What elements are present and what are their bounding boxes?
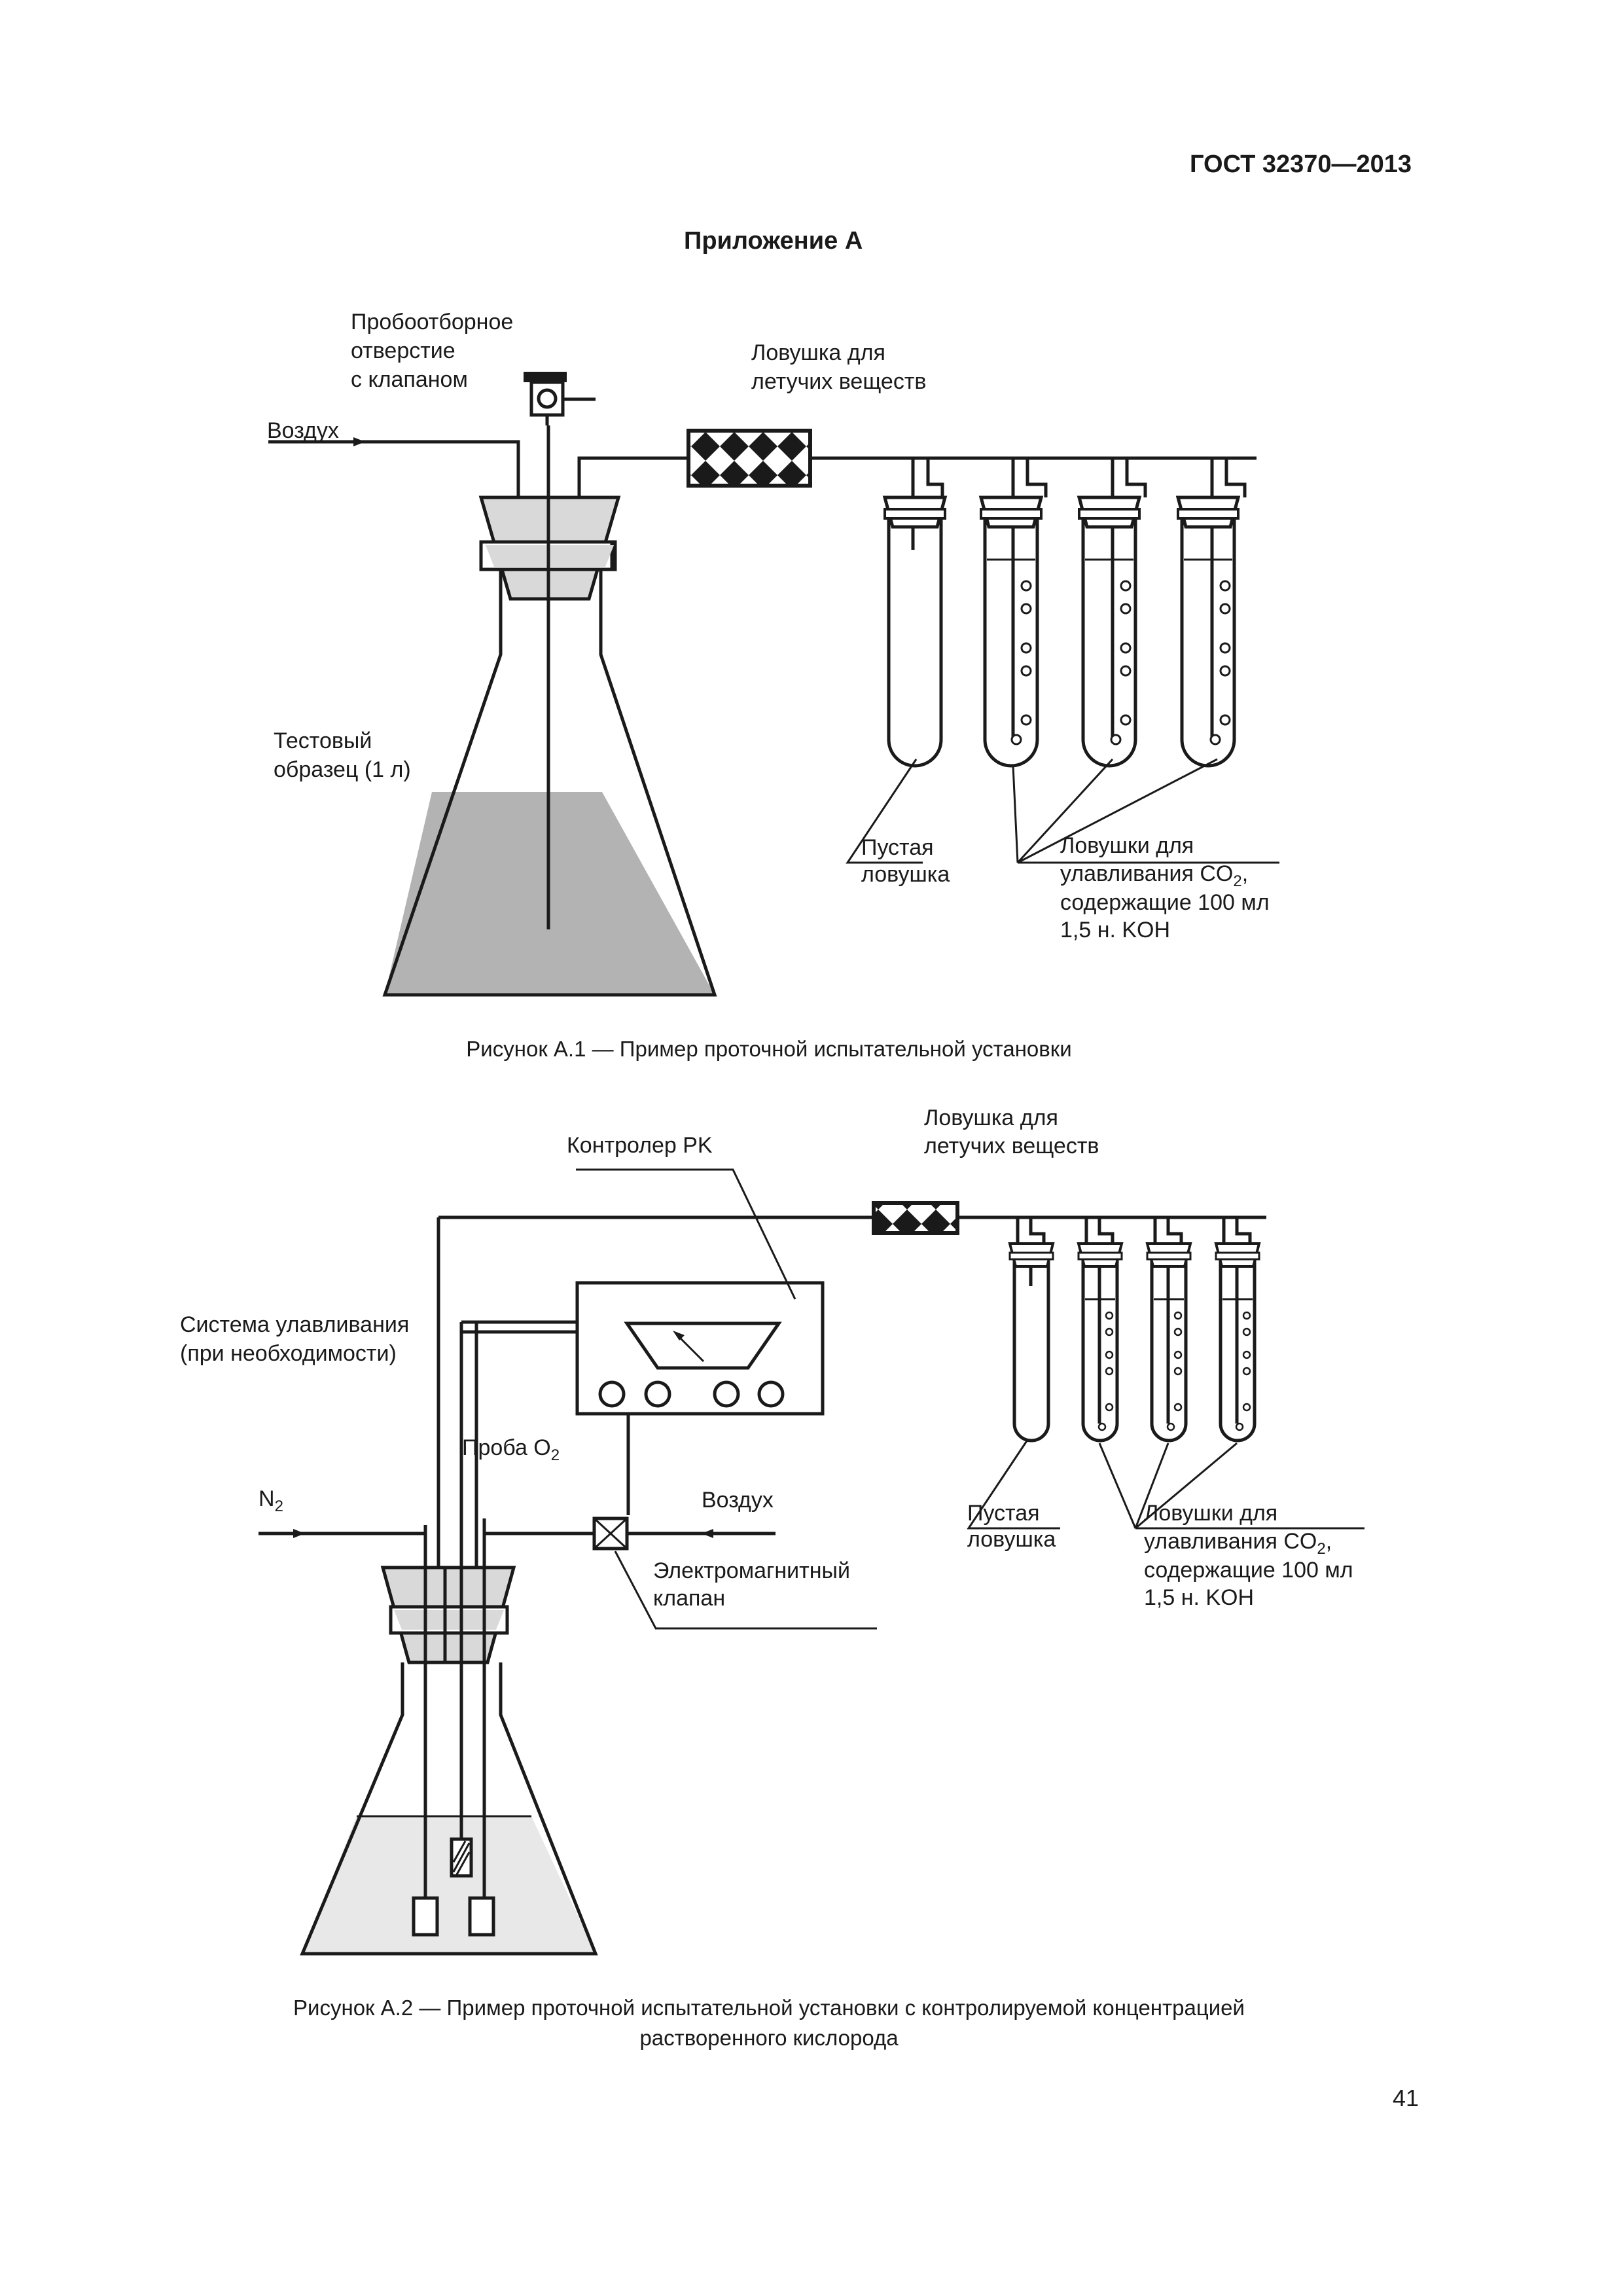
caption-figure-a1: Рисунок А.1 — Пример проточной испытател… bbox=[466, 1037, 1072, 1061]
label-trap-system-1: Система улавливания bbox=[180, 1312, 410, 1337]
label-test-sample-2: образец (1 л) bbox=[274, 757, 411, 782]
label-volatile-trap-2a: Ловушка для bbox=[924, 1105, 1058, 1130]
controller-display bbox=[624, 1321, 782, 1370]
appendix-title: Приложение А bbox=[684, 227, 863, 255]
co2-trap-tube-4 bbox=[1077, 1242, 1124, 1443]
caption-figure-a2-line1: Рисунок А.2 — Пример проточной испытател… bbox=[293, 1996, 1245, 2020]
co2-trap-tube-3 bbox=[1175, 495, 1241, 768]
volatile-trap-2 bbox=[872, 1201, 959, 1235]
leader-co2-2 bbox=[1098, 1442, 1364, 1530]
label-n2: N2 bbox=[259, 1486, 283, 1515]
label-co2-traps-2b: улавливания CO2, bbox=[1144, 1529, 1332, 1558]
label-volatile-trap-1b: летучих веществ bbox=[751, 369, 927, 394]
probe-left bbox=[412, 1896, 439, 1937]
air-inlet-pipe bbox=[268, 440, 520, 497]
co2-trap-tube-2 bbox=[1077, 495, 1142, 768]
label-sampling-port-1: Пробоотборное bbox=[351, 310, 514, 334]
label-co2-traps-1c: содержащие 100 мл bbox=[1060, 890, 1270, 915]
page-number: 41 bbox=[1393, 2085, 1419, 2111]
co2-trap-tube-5 bbox=[1145, 1242, 1192, 1443]
controller-knobs bbox=[598, 1380, 785, 1408]
co2-trap-tube-1 bbox=[978, 495, 1044, 768]
label-controller: Контролер PK bbox=[567, 1133, 713, 1158]
bubbles-1 bbox=[1010, 580, 1231, 745]
label-trap-system-2: (при необходимости) bbox=[180, 1341, 397, 1366]
label-empty-trap-2b: ловушка bbox=[967, 1527, 1056, 1552]
label-solenoid-1: Электромагнитный bbox=[653, 1558, 850, 1583]
label-co2-traps-2d: 1,5 н. KOH bbox=[1144, 1585, 1255, 1610]
flask1-body bbox=[382, 565, 717, 997]
flask2-body bbox=[300, 1662, 598, 1956]
label-sampling-port-3: с клапаном bbox=[351, 367, 468, 392]
empty-trap-tube-1 bbox=[882, 495, 948, 768]
empty-trap-tube-2 bbox=[1008, 1242, 1055, 1443]
label-air-1: Воздух bbox=[267, 418, 339, 443]
volatile-trap-1 bbox=[687, 429, 812, 488]
label-sampling-port-2: отверстие bbox=[351, 338, 455, 363]
leader-empty-trap-2 bbox=[967, 1439, 1060, 1530]
leader-co2-1 bbox=[1012, 758, 1279, 864]
n2-inlet bbox=[259, 1532, 427, 1568]
label-co2-traps-1b: улавливания CO2, bbox=[1060, 861, 1249, 890]
bubbles-2 bbox=[1097, 1311, 1251, 1431]
label-co2-traps-1a: Ловушки для bbox=[1060, 833, 1194, 858]
leader-empty-trap-1 bbox=[846, 759, 923, 864]
label-o2-probe: Проба O2 bbox=[462, 1435, 560, 1464]
label-empty-trap-1b: ловушка bbox=[861, 862, 950, 887]
label-volatile-trap-1a: Ловушка для bbox=[751, 340, 885, 365]
label-co2-traps-2c: содержащие 100 мл bbox=[1144, 1558, 1353, 1583]
label-volatile-trap-2b: летучих веществ bbox=[924, 1134, 1099, 1158]
label-air-2: Воздух bbox=[702, 1488, 774, 1513]
flask2-liquid bbox=[302, 1816, 596, 1954]
label-empty-trap-2a: Пустая bbox=[967, 1501, 1040, 1526]
co2-trap-tube-6 bbox=[1214, 1242, 1261, 1443]
label-empty-trap-1a: Пустая bbox=[861, 835, 934, 860]
label-solenoid-2: клапан bbox=[653, 1586, 726, 1611]
label-co2-traps-1d: 1,5 н. KOH bbox=[1060, 918, 1171, 942]
probe-right bbox=[468, 1896, 495, 1937]
standard-number: ГОСТ 32370—2013 bbox=[1190, 151, 1412, 178]
label-test-sample-1: Тестовый bbox=[274, 728, 372, 753]
caption-figure-a2-line2: растворенного кислорода bbox=[639, 2026, 899, 2050]
label-co2-traps-2a: Ловушки для bbox=[1144, 1501, 1278, 1526]
sampling-valve bbox=[524, 372, 567, 382]
